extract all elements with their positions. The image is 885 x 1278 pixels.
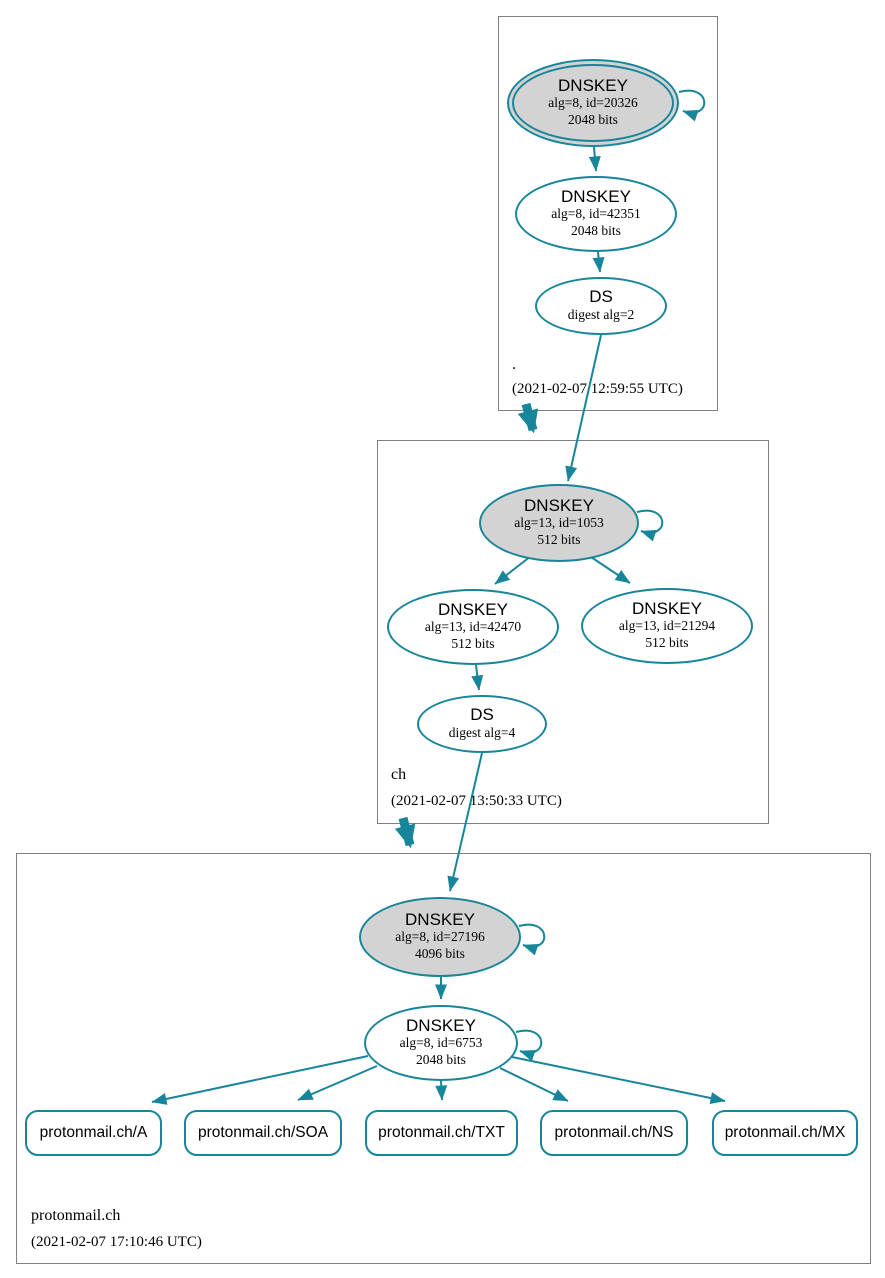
ds-node-ch[interactable]: DS digest alg=4 — [417, 695, 547, 753]
node-title: DNSKEY — [524, 495, 594, 515]
edge-zsk-to-rrset-ns — [499, 1067, 569, 1102]
edge-ch-ksk-to-zsk1 — [494, 555, 532, 585]
zone-label-ch: ch — [391, 766, 407, 783]
edge-ch-zsk1-to-ds — [471, 664, 484, 691]
node-bits: 512 bits — [645, 635, 689, 651]
node-bits: 2048 bits — [416, 1052, 466, 1068]
dnskey-node-protonmail-ksk[interactable]: DNSKEY alg=8, id=27196 4096 bits — [359, 897, 521, 977]
edge-root-to-ch-delegation — [517, 402, 539, 434]
node-bits: 4096 bits — [415, 946, 465, 962]
node-title: DS — [470, 705, 494, 725]
dnskey-node-ch-zsk2[interactable]: DNSKEY alg=13, id=21294 512 bits — [581, 588, 753, 664]
edge-zsk-to-rrset-soa — [297, 1065, 378, 1101]
edge-ch-ksk-selfloop — [636, 509, 664, 542]
rrset-protonmail-soa[interactable]: protonmail.ch/SOA — [184, 1110, 342, 1156]
node-detail: alg=13, id=42470 — [424, 619, 522, 635]
edge-ch-ds-to-protonmail-ksk — [447, 752, 483, 892]
edge-root-ksk-to-zsk — [588, 146, 601, 172]
node-title: DNSKEY — [632, 598, 702, 618]
node-detail: alg=13, id=1053 — [514, 515, 604, 531]
rrset-protonmail-mx[interactable]: protonmail.ch/MX — [712, 1110, 858, 1156]
zone-label-protonmail: protonmail.ch — [31, 1207, 121, 1224]
edge-zsk-to-rrset-a — [151, 1055, 369, 1105]
node-bits: 512 bits — [451, 636, 495, 652]
dnskey-node-root-zsk[interactable]: DNSKEY alg=8, id=42351 2048 bits — [515, 176, 677, 252]
dnskey-node-ch-ksk[interactable]: DNSKEY alg=13, id=1053 512 bits — [479, 484, 639, 562]
node-title: DNSKEY — [405, 909, 475, 929]
node-detail: alg=8, id=20326 — [548, 95, 638, 111]
node-detail: alg=8, id=27196 — [395, 929, 485, 945]
node-title: DNSKEY — [406, 1015, 476, 1035]
edge-root-ds-to-ch-ksk — [565, 334, 602, 482]
node-title: DNSKEY — [558, 75, 628, 95]
rrset-protonmail-txt[interactable]: protonmail.ch/TXT — [365, 1110, 518, 1156]
dnskey-node-ch-zsk1[interactable]: DNSKEY alg=13, id=42470 512 bits — [387, 589, 559, 665]
zone-box-protonmail-ch — [16, 853, 871, 1264]
edge-root-zsk-to-ds — [592, 251, 605, 273]
node-title: DNSKEY — [438, 599, 508, 619]
dnskey-node-root-ksk[interactable]: DNSKEY alg=8, id=20326 2048 bits — [507, 59, 679, 147]
node-title: DS — [589, 287, 613, 307]
edge-protonmail-zsk-selfloop — [515, 1029, 543, 1062]
node-detail: alg=8, id=6753 — [399, 1035, 483, 1051]
node-detail: alg=8, id=42351 — [551, 206, 641, 222]
node-bits: 512 bits — [537, 532, 581, 548]
zone-timestamp-protonmail: (2021-02-07 17:10:46 UTC) — [31, 1234, 202, 1250]
rrset-protonmail-a[interactable]: protonmail.ch/A — [25, 1110, 162, 1156]
zone-box-root — [498, 16, 718, 411]
zone-timestamp-ch: (2021-02-07 13:50:33 UTC) — [391, 793, 562, 809]
zone-label-root: . — [512, 356, 516, 373]
edge-protonmail-ksk-selfloop — [518, 923, 546, 956]
edge-root-ksk-selfloop — [678, 89, 706, 122]
edge-ch-to-protonmail-delegation — [394, 816, 416, 849]
ds-node-root[interactable]: DS digest alg=2 — [535, 277, 667, 335]
zone-timestamp-root: (2021-02-07 12:59:55 UTC) — [512, 381, 683, 397]
edge-zsk-to-rrset-mx — [511, 1056, 726, 1104]
edge-zsk-to-rrset-txt — [435, 1080, 448, 1101]
node-bits: 2048 bits — [571, 223, 621, 239]
node-detail: alg=13, id=21294 — [618, 618, 716, 634]
dnskey-node-protonmail-zsk[interactable]: DNSKEY alg=8, id=6753 2048 bits — [364, 1005, 518, 1081]
edge-ch-ksk-to-zsk2 — [590, 556, 631, 584]
rrset-protonmail-ns[interactable]: protonmail.ch/NS — [540, 1110, 688, 1156]
node-title: DNSKEY — [561, 186, 631, 206]
node-bits: 2048 bits — [568, 112, 618, 128]
zone-box-ch — [377, 440, 769, 824]
node-detail: digest alg=4 — [448, 724, 516, 740]
node-detail: digest alg=2 — [567, 306, 635, 322]
